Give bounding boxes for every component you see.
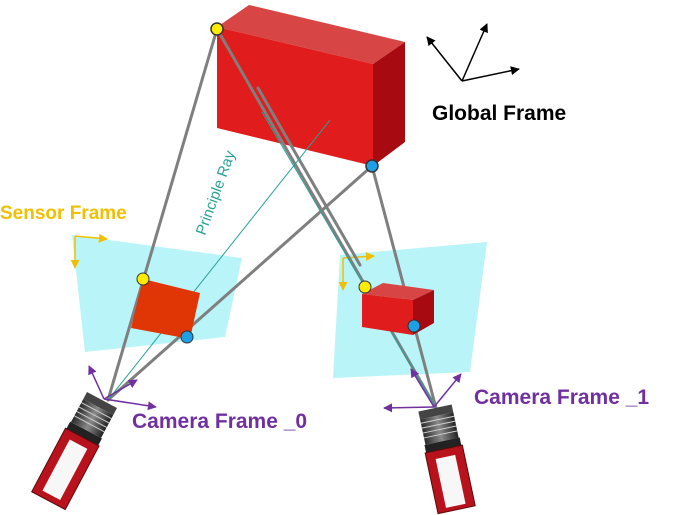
global-axes-icon (426, 23, 520, 82)
projected-box-1 (362, 283, 434, 335)
camera-1-icon (418, 404, 476, 515)
corner-point-yellow (210, 22, 224, 36)
corner-point-blue (365, 159, 379, 173)
image-point-blue-0 (180, 330, 194, 344)
sensor-frame-label: Sensor Frame (0, 203, 127, 224)
camera-0-icon (31, 392, 118, 511)
camera-frame-1-label: Camera Frame _1 (474, 386, 649, 409)
image-point-blue-1 (407, 319, 421, 333)
principle-ray-lines (107, 111, 437, 409)
projected-box-0 (131, 279, 200, 339)
projection-rays (106, 27, 438, 410)
object-box-side (373, 42, 405, 166)
object-box-top (217, 5, 405, 64)
camera-axes-icon (383, 368, 462, 413)
sensor-axes-icon (70, 233, 108, 269)
global-frame-label: Global Frame (432, 102, 566, 125)
principle-ray-label: Principle Ray (193, 148, 239, 237)
camera-frame-0-label: Camera Frame _0 (132, 410, 307, 433)
camera-axes-icon (88, 365, 157, 411)
object-box-front (217, 27, 373, 166)
object-box (217, 5, 405, 166)
image-point-yellow-0 (136, 272, 150, 286)
image-point-yellow-1 (358, 280, 372, 294)
